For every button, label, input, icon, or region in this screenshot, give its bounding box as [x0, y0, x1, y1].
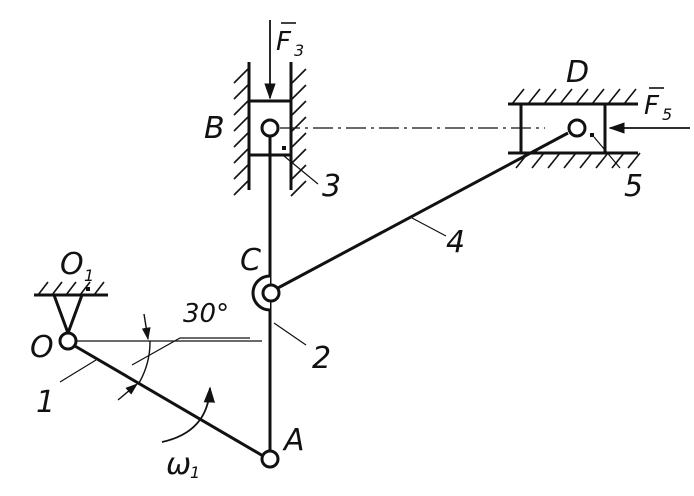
angle-marker [76, 313, 262, 401]
link-1-crank [67, 340, 271, 462]
label-o: O [30, 330, 54, 365]
label-f3-sub: 3 [294, 41, 304, 60]
label-link-4: 4 [446, 225, 465, 260]
leader-lines [59, 136, 621, 383]
joint-c [261, 283, 281, 303]
label-a: A [282, 423, 305, 458]
label-f3: F [276, 27, 292, 57]
label-omega: ω [166, 447, 191, 482]
label-o1-sub: 1 [84, 266, 94, 285]
label-link-2: 2 [312, 341, 331, 376]
slider-d [519, 102, 607, 155]
label-omega-sub: 1 [190, 463, 200, 482]
label-f5-sub: 5 [662, 105, 672, 124]
joint-a [260, 449, 280, 469]
label-c: C [240, 243, 261, 278]
omega-arrow [161, 386, 215, 443]
support-o [34, 281, 108, 338]
label-f5: F [644, 91, 660, 121]
label-link-5: 5 [624, 169, 643, 204]
label-angle: 30° [183, 299, 229, 329]
label-link-3: 3 [322, 169, 341, 204]
label-d: D [566, 55, 589, 90]
label-o1: O [60, 247, 84, 282]
label-link-1: 1 [36, 385, 55, 420]
label-b: B [204, 111, 225, 146]
joint-o [58, 331, 78, 351]
link-4-rod [275, 131, 569, 291]
